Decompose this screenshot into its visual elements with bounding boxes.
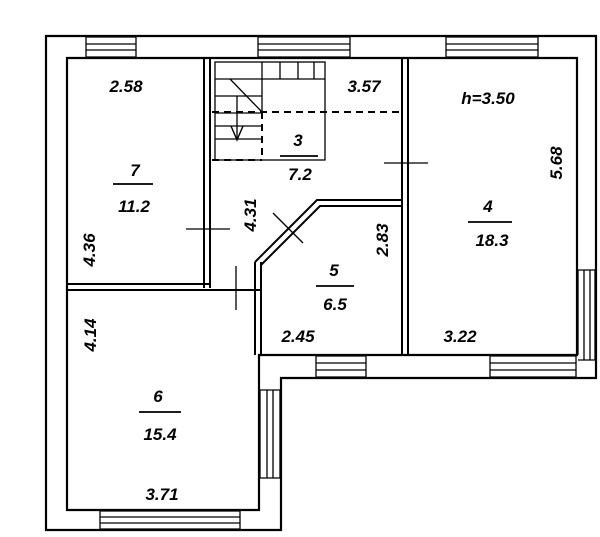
window-right xyxy=(577,269,596,361)
room-6-area: 15.4 xyxy=(143,425,177,444)
outer-walls xyxy=(44,34,598,532)
room-labels: 7 11.2 3 7.2 4 18.3 5 6.5 6 15.4 h=3.50 xyxy=(113,89,515,444)
room-6-number: 6 xyxy=(153,387,163,406)
room-3-number: 3 xyxy=(293,131,303,150)
window-top-left xyxy=(85,36,137,58)
room-3-area: 7.2 xyxy=(288,165,312,184)
dim-room6-height: 4.14 xyxy=(81,318,100,353)
window-top-center xyxy=(257,36,351,58)
dim-room7-width: 2.58 xyxy=(108,77,143,96)
room-4-area: 18.3 xyxy=(475,231,509,250)
window-notch-right xyxy=(489,355,577,378)
room-7-area: 11.2 xyxy=(118,197,150,216)
window-notch-left xyxy=(315,355,367,378)
window-top-right xyxy=(445,36,539,58)
dim-room4-width: 3.22 xyxy=(443,327,477,346)
room-4-number: 4 xyxy=(482,197,493,216)
dim-room6-width: 3.71 xyxy=(145,485,178,504)
room-5-area: 6.5 xyxy=(323,295,347,314)
dim-room7-height: 4.36 xyxy=(80,233,99,268)
windows xyxy=(85,36,596,530)
dim-stair-width: 3.57 xyxy=(347,77,382,96)
window-bottom xyxy=(99,510,241,530)
dim-room5-height: 2.83 xyxy=(373,223,392,258)
window-room6-right xyxy=(259,389,281,479)
dim-room5-width: 2.45 xyxy=(280,327,315,346)
room-5-number: 5 xyxy=(329,261,339,280)
dimension-labels: 2.58 3.57 3.22 2.45 3.71 4.36 4.31 2.83 … xyxy=(80,77,566,504)
room-7-number: 7 xyxy=(130,161,141,180)
dim-room4-height: 5.68 xyxy=(547,146,566,180)
height-note: h=3.50 xyxy=(461,89,515,108)
interior-walls xyxy=(67,58,409,355)
staircase xyxy=(212,61,402,161)
dim-stair-height: 4.31 xyxy=(241,198,260,232)
door-marks xyxy=(186,162,428,310)
